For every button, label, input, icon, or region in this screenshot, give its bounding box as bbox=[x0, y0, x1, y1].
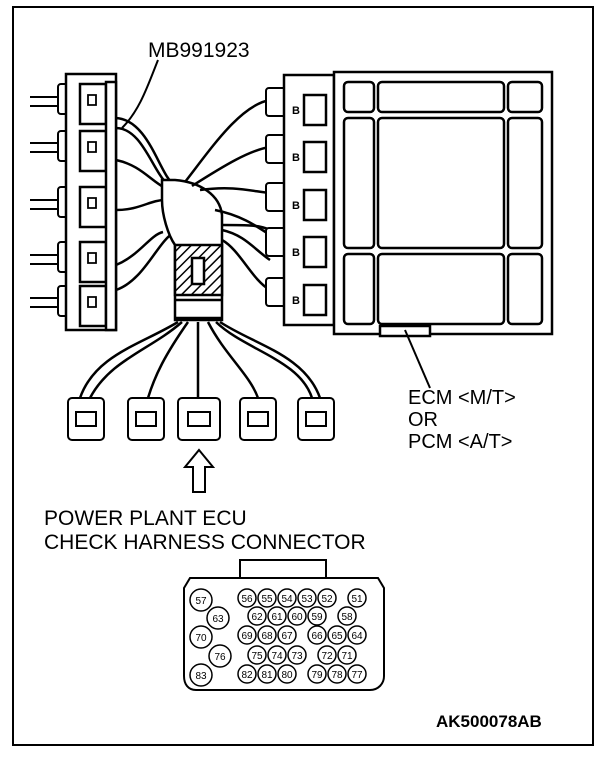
terminal-number: 69 bbox=[241, 631, 253, 642]
adapter-left-connector bbox=[64, 72, 118, 332]
terminal-number: 63 bbox=[212, 614, 224, 625]
ecm-side-plugs bbox=[265, 87, 287, 307]
terminal-number: 64 bbox=[351, 631, 363, 642]
terminal-number: 57 bbox=[195, 596, 207, 607]
terminal-number: 81 bbox=[261, 670, 273, 681]
caption-line1: POWER PLANT ECU bbox=[44, 507, 247, 530]
terminal-number: 71 bbox=[341, 651, 353, 662]
terminal-number: 66 bbox=[311, 631, 323, 642]
terminal-number: 80 bbox=[281, 670, 293, 681]
ecm-label-line2: OR bbox=[408, 409, 438, 431]
adapter-part-number: MB991923 bbox=[148, 39, 250, 62]
left-wire-stubs bbox=[30, 96, 60, 308]
check-connector-caption: POWER PLANT ECU CHECK HARNESS CONNECTOR bbox=[44, 507, 366, 555]
up-arrow-icon bbox=[182, 448, 216, 493]
terminal-numbers: 57 63 70 76 83 56 55 54 53 52 51 62 61 6… bbox=[195, 594, 363, 682]
harness-trunk bbox=[160, 178, 224, 322]
check-plugs bbox=[67, 397, 335, 441]
terminal-circles bbox=[189, 588, 367, 687]
terminal-number: 74 bbox=[271, 651, 283, 662]
terminal-number: 78 bbox=[331, 670, 343, 681]
adapter-left-latches bbox=[87, 94, 97, 308]
terminal-number: 65 bbox=[331, 631, 343, 642]
terminal-number: 79 bbox=[311, 670, 323, 681]
ecm-label-line3: PCM <A/T> bbox=[408, 431, 513, 453]
figure-frame bbox=[12, 6, 594, 746]
ecm-unit bbox=[332, 70, 554, 338]
terminal-number: 72 bbox=[321, 651, 333, 662]
caption-line2: CHECK HARNESS CONNECTOR bbox=[44, 531, 366, 554]
terminal-number: 53 bbox=[301, 594, 313, 605]
pin-marker: B bbox=[292, 105, 300, 117]
terminal-number: 62 bbox=[251, 612, 263, 623]
ecm-label: ECM <M/T> OR PCM <A/T> bbox=[408, 388, 516, 454]
terminal-number: 76 bbox=[214, 652, 226, 663]
terminal-number: 54 bbox=[281, 594, 293, 605]
pin-marker: B bbox=[292, 200, 300, 212]
terminal-number: 59 bbox=[311, 612, 323, 623]
terminal-number: 51 bbox=[351, 594, 363, 605]
terminal-number: 73 bbox=[291, 651, 303, 662]
terminal-number: 70 bbox=[195, 633, 207, 644]
terminal-number: 83 bbox=[195, 671, 207, 682]
terminal-number: 77 bbox=[351, 670, 363, 681]
pin-marker: B bbox=[292, 295, 300, 307]
check-harness-wires bbox=[78, 320, 322, 399]
ecm-label-line1: ECM <M/T> bbox=[408, 387, 516, 409]
figure-code: AK500078AB bbox=[436, 712, 542, 731]
terminal-number: 67 bbox=[281, 631, 293, 642]
ecm-pin-letters: B B B B B bbox=[292, 105, 300, 307]
terminal-number: 60 bbox=[291, 612, 303, 623]
terminal-number: 56 bbox=[241, 594, 253, 605]
pin-marker: B bbox=[292, 247, 300, 259]
terminal-number: 58 bbox=[341, 612, 353, 623]
terminal-number: 52 bbox=[321, 594, 333, 605]
pin-marker: B bbox=[292, 152, 300, 164]
terminal-number: 82 bbox=[241, 670, 253, 681]
terminal-number: 68 bbox=[261, 631, 273, 642]
leader-lines bbox=[121, 59, 431, 389]
terminal-number: 61 bbox=[271, 612, 283, 623]
terminal-number: 55 bbox=[261, 594, 273, 605]
terminal-number: 75 bbox=[251, 651, 263, 662]
